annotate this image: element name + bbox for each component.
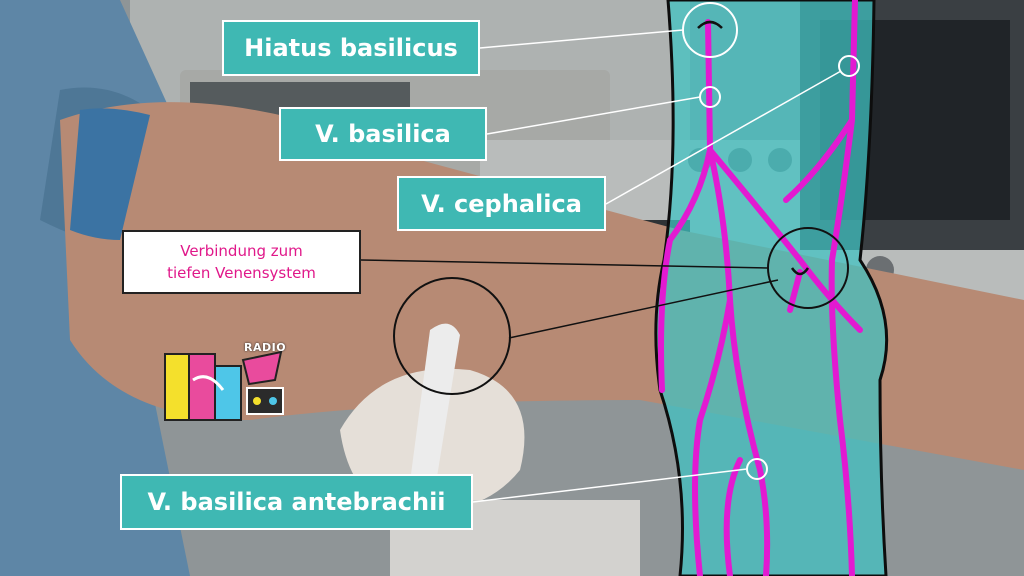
label-verbindung-tiefes-venensystem: Verbindung zum tiefen Venensystem xyxy=(122,230,361,294)
vein-paths xyxy=(658,0,863,576)
hiatus-mark xyxy=(697,20,723,29)
radio-logo-icon xyxy=(164,350,284,421)
label-hiatus-basilicus: Hiatus basilicus xyxy=(222,20,480,76)
leader-lines xyxy=(472,29,842,503)
label-v-cephalica: V. cephalica xyxy=(397,176,606,231)
label-verbindung-line1: Verbindung zum xyxy=(180,242,303,260)
label-v-basilica: V. basilica xyxy=(279,107,487,161)
ultrasound-probe xyxy=(405,323,460,520)
label-verbindung-line2: tiefen Venensystem xyxy=(167,264,316,282)
leader-lines-dark xyxy=(360,259,779,339)
label-v-basilica-antebrachii: V. basilica antebrachii xyxy=(120,474,473,530)
radio-logo-text: RADIO xyxy=(244,341,287,354)
